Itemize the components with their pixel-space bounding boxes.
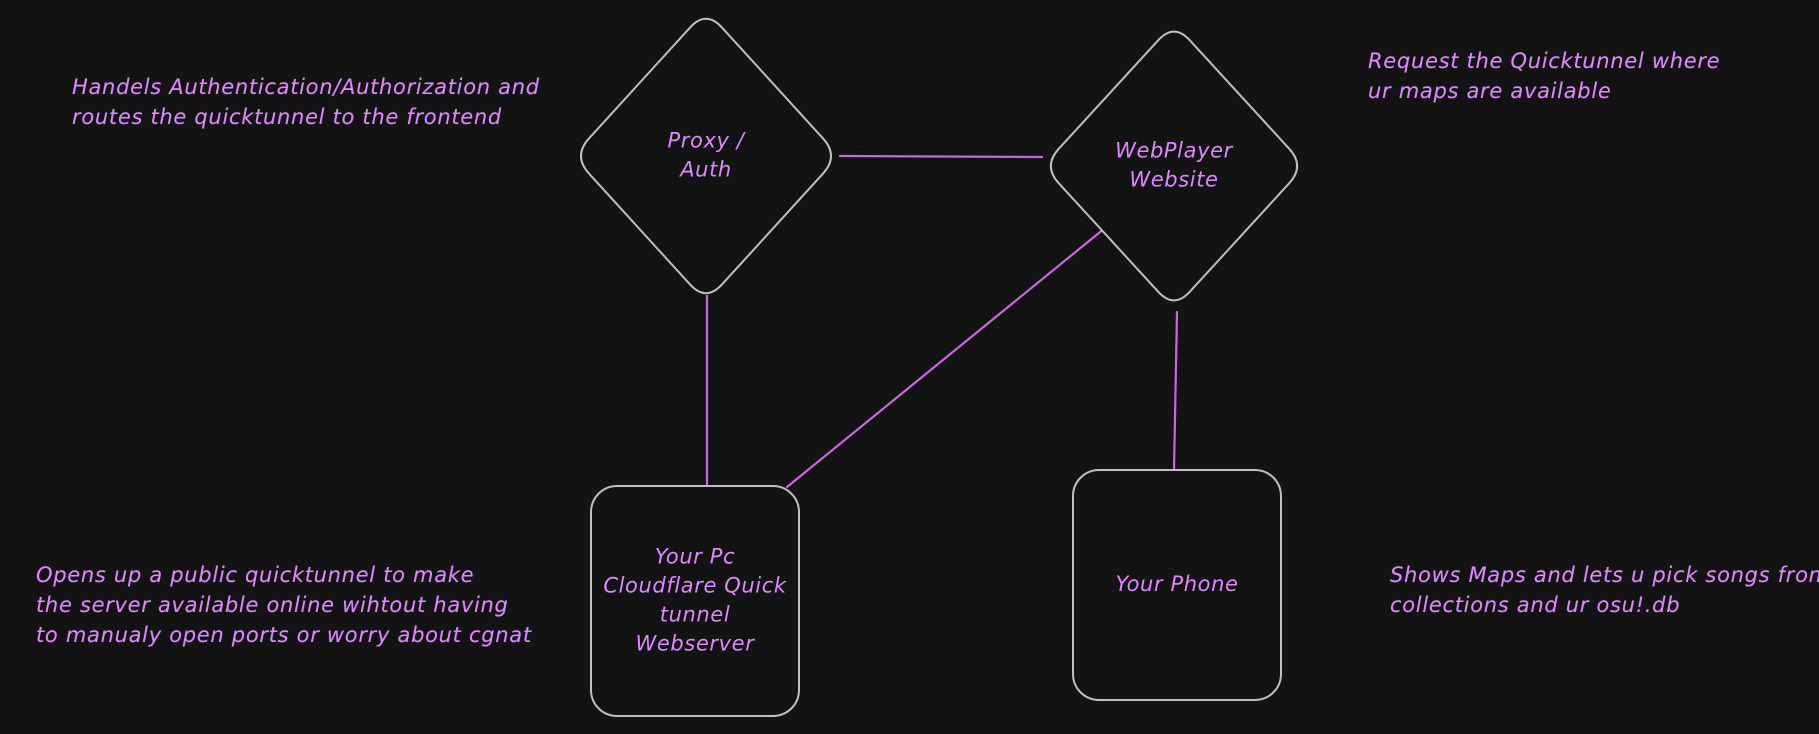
your-phone-rect-shape (1072, 469, 1282, 701)
proxy-auth-label: Proxy /Auth (668, 129, 746, 182)
edge-webplayer-to-your-phone[interactable] (1172, 310, 1179, 472)
your-phone-label: Your Phone (1115, 572, 1238, 596)
note-your-pc: Opens up a public quicktunnel to make th… (36, 563, 532, 647)
note-webplayer-website: Request the Quicktunnel where ur maps ar… (1368, 49, 1721, 103)
node-proxy-auth[interactable]: Proxy /Auth (579, 17, 833, 295)
your-pc-rect-shape (590, 485, 800, 717)
edge-proxy-to-webplayer[interactable] (838, 154, 1044, 159)
proxy-auth-diamond-shape (579, 17, 833, 295)
edge-webplayer-to-your-pc[interactable] (785, 226, 1107, 489)
note-your-phone: Shows Maps and lets u pick songs from co… (1390, 563, 1819, 617)
note-proxy-auth: Handels Authentication/Authorization and… (72, 75, 540, 129)
node-your-phone[interactable]: Your Phone (1072, 469, 1282, 701)
webplayer-website-diamond-shape (1049, 30, 1299, 302)
edges-group (705, 154, 1179, 489)
